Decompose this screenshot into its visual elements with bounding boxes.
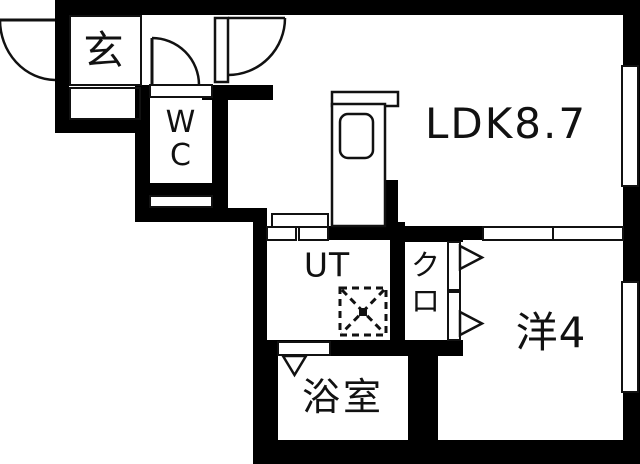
closet-door-slot-2 — [447, 291, 461, 341]
entry-step-outline — [69, 87, 141, 120]
genkan-left-wall — [55, 14, 69, 84]
wc-lower-slot — [149, 195, 213, 208]
entry-step-bottom-wall — [55, 119, 140, 133]
ldk-yo-wall — [393, 226, 483, 240]
kitchen-side-wall — [385, 180, 398, 240]
room-label-closet: ク ロ — [411, 247, 441, 320]
ldk-door-arc — [227, 17, 287, 77]
room-label-bathroom: 浴室 — [301, 375, 385, 419]
washer-space-center-dot — [359, 308, 367, 316]
ut-top-wall — [328, 226, 398, 240]
room-label-western-room: 洋4 — [515, 308, 587, 357]
ldk-window — [621, 65, 639, 187]
top-wall — [55, 0, 638, 15]
genkan-outline — [69, 15, 142, 86]
washer-space-outline — [338, 286, 388, 337]
bathroom-door-slot — [277, 341, 331, 356]
room-outlines — [69, 15, 142, 120]
wc-right-wall — [212, 100, 228, 208]
room-label-genkan: 玄 — [83, 28, 125, 74]
hall-ldk-wall — [202, 85, 273, 100]
ut-top-wall-corner — [253, 226, 267, 240]
bathroom-right-wall — [408, 340, 438, 448]
ut-closet-wall — [390, 222, 405, 356]
kitchen-unit — [330, 90, 400, 228]
kitchen-sink — [338, 112, 375, 160]
wc-door-arc — [151, 36, 201, 86]
doors — [0, 16, 485, 378]
ut-door-slot-upper — [271, 213, 329, 228]
closet-bottom-wall — [390, 340, 463, 356]
room-label-wc-line2: C — [170, 138, 192, 173]
yo-top-window-1 — [482, 226, 554, 241]
hall-bottom-wall — [135, 208, 267, 222]
bathroom-left-wall — [253, 340, 278, 450]
room-label-closet-line2: ロ — [410, 284, 442, 318]
yo-top-window-2 — [552, 226, 624, 241]
room-label-closet-line1: ク — [410, 247, 442, 282]
room-label-wc: W C — [166, 106, 197, 172]
ut-left-wall — [253, 222, 267, 343]
closet-door-slot-1 — [447, 241, 461, 291]
bottom-wall — [253, 440, 640, 464]
washer-space — [338, 286, 388, 337]
ut-door-slot-lower-2 — [298, 226, 329, 241]
wc-left-wall — [135, 85, 150, 183]
bathroom-door-triangle — [280, 354, 309, 378]
closet-arrow-1 — [458, 243, 485, 272]
ldk-door-leaf — [213, 16, 230, 84]
ut-door-slot-lower-1 — [266, 226, 297, 241]
room-label-ldk: LDK8.7 — [424, 99, 588, 148]
room-label-utility: UT — [303, 245, 351, 285]
yo-top-corner-wall — [440, 226, 463, 242]
wc-door-slot — [149, 84, 213, 98]
closet-arrow-2 — [458, 309, 485, 338]
entry-door-arc — [0, 19, 56, 82]
yo-right-window — [621, 281, 639, 393]
room-label-wc-line1: W — [165, 105, 197, 140]
